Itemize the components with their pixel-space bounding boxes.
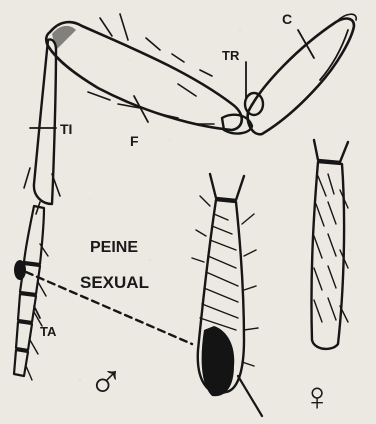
femur-label: F <box>130 133 139 149</box>
coxa <box>248 14 357 134</box>
sex-comb-label-line2: SEXUAL <box>80 273 149 292</box>
sex-comb-label-line1: PEINE <box>90 239 138 256</box>
sex-comb-small <box>14 260 26 280</box>
trochanter-label: TR <box>222 48 240 63</box>
tarsus <box>14 206 48 380</box>
female-tarsus-detail <box>311 140 348 349</box>
tibia <box>24 39 60 214</box>
paper-texture <box>39 29 350 381</box>
leader-lines <box>30 30 314 318</box>
femur <box>46 14 242 130</box>
male-tarsus-detail <box>192 174 262 416</box>
tibia-label: TI <box>60 121 72 137</box>
coxa-label: C <box>282 11 292 27</box>
tarsus-label: TA <box>40 324 57 339</box>
female-symbol: ♀ <box>302 375 332 419</box>
male-symbol: ♂ <box>88 354 124 407</box>
